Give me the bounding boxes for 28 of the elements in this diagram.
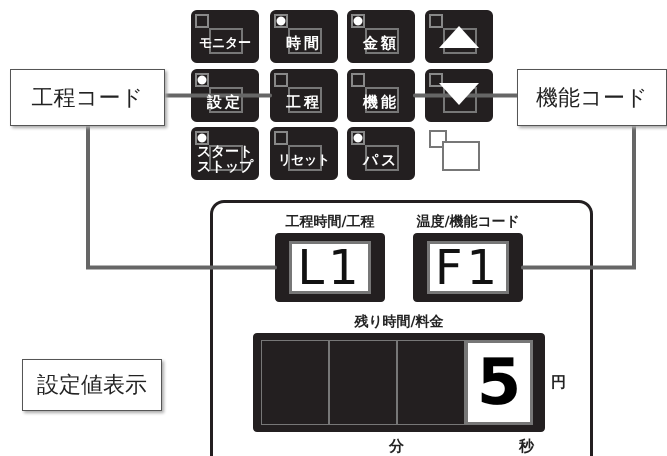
unit-label: 分 bbox=[389, 437, 404, 456]
panel-button: スタートストップ bbox=[191, 127, 259, 180]
panel-button bbox=[425, 69, 493, 122]
display-heading: 温度/機能コード bbox=[415, 213, 521, 231]
panel-button: 設定 bbox=[191, 69, 259, 122]
leader-line bbox=[413, 94, 519, 98]
display-heading: 工程時間/工程 bbox=[284, 213, 376, 231]
display-heading: 残り時間/料金 bbox=[353, 313, 445, 331]
panel-button: 機能 bbox=[347, 69, 415, 122]
panel-button: 工程 bbox=[270, 69, 338, 122]
panel-button: 時間 bbox=[270, 10, 338, 63]
leader-line bbox=[86, 124, 277, 270]
panel-button: パス bbox=[347, 127, 415, 180]
leader-line bbox=[163, 94, 272, 98]
display-window: L1 bbox=[289, 241, 371, 294]
display-window: F1 bbox=[427, 241, 509, 294]
callout-box: 設定値表示 bbox=[22, 359, 162, 411]
callout-box: 機能コード bbox=[517, 69, 667, 126]
unit-label: 秒 bbox=[519, 437, 534, 456]
panel-button: モニター bbox=[191, 10, 259, 63]
panel-button: 金額 bbox=[347, 10, 415, 63]
panel-button: リセット bbox=[270, 127, 338, 180]
leader-line bbox=[521, 124, 636, 270]
display-panel bbox=[210, 200, 593, 456]
panel-button bbox=[425, 10, 493, 63]
unit-label: 円 bbox=[551, 373, 566, 392]
digit-cell: 5 bbox=[465, 340, 533, 425]
callout-box: 工程コード bbox=[10, 69, 165, 126]
